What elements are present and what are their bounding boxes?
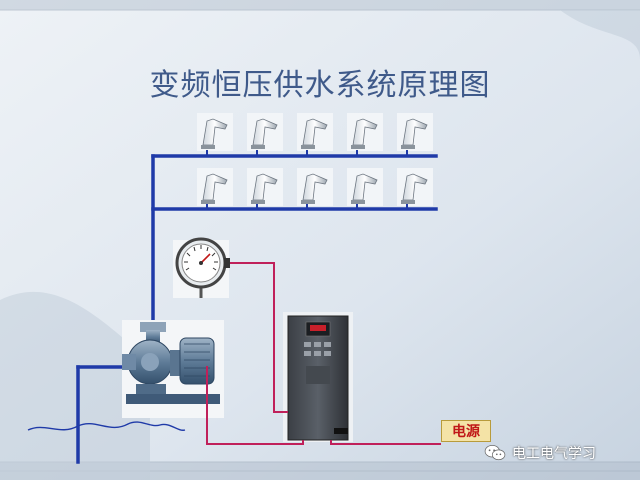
faucet-row-top (197, 113, 433, 151)
wechat-icon (484, 444, 506, 461)
water-pipes (76, 154, 438, 464)
water-surface (27, 421, 186, 431)
faucet-row-bottom (197, 168, 433, 206)
faucet-risers (206, 150, 408, 209)
inverter-icon (283, 312, 353, 442)
pump-icon (122, 320, 224, 418)
pressure-gauge-icon (173, 237, 230, 298)
watermark-text: 电工电气学习 (512, 446, 596, 462)
power-source-label: 电源 (441, 420, 491, 442)
watermark: 电工电气学习 (484, 443, 596, 463)
signal-wires (206, 262, 441, 445)
page-title: 变频恒压供水系统原理图 (149, 68, 491, 103)
